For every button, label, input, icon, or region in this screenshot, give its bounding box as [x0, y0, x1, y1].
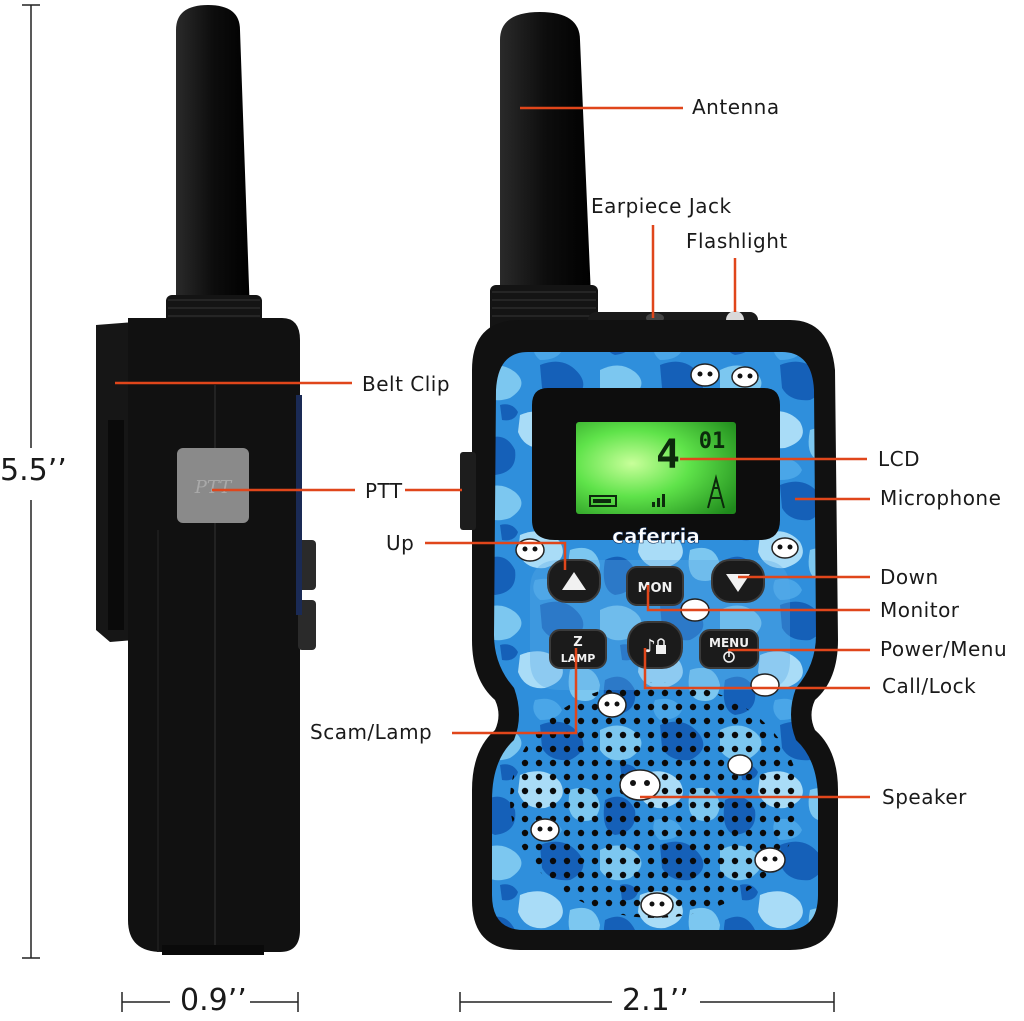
side-antenna	[176, 5, 250, 315]
brand-logo: caferria	[612, 524, 700, 548]
speaker-label: Speaker	[882, 785, 967, 809]
height-dimension-value: 5.5’’	[0, 453, 67, 488]
scam-lamp-label: Scam/Lamp	[310, 720, 433, 744]
lamp-button	[549, 629, 607, 669]
front-antenna	[500, 12, 592, 320]
lcd-label: LCD	[878, 447, 921, 471]
flashlight-label: Flashlight	[686, 229, 788, 253]
speaker-grille	[510, 682, 800, 918]
monitor-button	[626, 566, 684, 606]
svg-text:♪: ♪	[644, 636, 656, 657]
lcd-screen	[576, 422, 736, 514]
leader-lines	[115, 106, 870, 799]
down-label: Down	[880, 565, 939, 589]
ptt-label: PTT	[365, 479, 403, 503]
side-view-radio: PTT	[96, 5, 316, 955]
svg-text:Z: Z	[573, 635, 582, 650]
menu-button-text: MENU	[709, 636, 749, 650]
side-ptt-text: PTT	[194, 477, 233, 498]
monitor-label: Monitor	[880, 598, 960, 622]
lcd-channel-text: 4	[656, 432, 680, 478]
monitor-button-text: MON	[638, 581, 673, 596]
depth-dimension-value: 0.9’’	[180, 983, 247, 1018]
antenna-label: Antenna	[692, 95, 780, 119]
width-dimension-line	[459, 992, 835, 1012]
belt-clip-label: Belt Clip	[362, 372, 451, 396]
front-view-radio: 4 01 caferria MON Z LAMP ♪	[460, 12, 838, 950]
panda-eyes	[522, 371, 793, 907]
panda-decorations	[515, 363, 799, 918]
width-dimension-value: 2.1’’	[622, 983, 689, 1018]
power-menu-label: Power/Menu	[880, 637, 1008, 661]
microphone-label: Microphone	[880, 486, 1002, 510]
height-dimension-line	[22, 4, 40, 959]
up-label: Up	[386, 531, 415, 555]
lamp-button-text: LAMP	[561, 652, 596, 665]
side-ptt-button	[177, 448, 249, 523]
call-lock-label: Call/Lock	[882, 674, 977, 698]
depth-dimension-line	[121, 992, 299, 1012]
lcd-code-text: 01	[699, 429, 726, 454]
earpiece-jack-label: Earpiece Jack	[591, 194, 732, 218]
call-lock-button	[627, 621, 683, 669]
